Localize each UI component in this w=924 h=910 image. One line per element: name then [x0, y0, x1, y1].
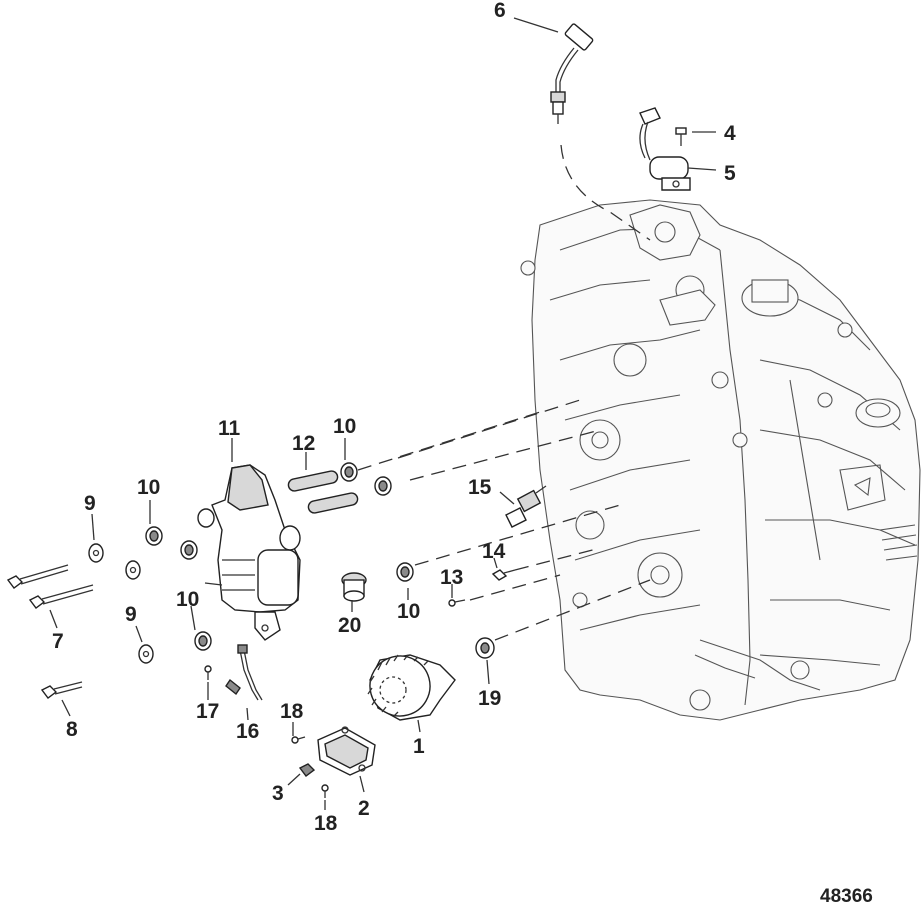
callout-7: 7 [52, 630, 64, 653]
callout-labels: 1 2 3 4 5 6 7 8 9 9 10 10 10 10 11 12 13… [52, 0, 736, 835]
callout-11: 11 [218, 417, 241, 440]
callout-10-left: 10 [137, 476, 160, 499]
callout-4: 4 [724, 122, 736, 145]
callout-18-lower: 18 [314, 812, 338, 835]
screw-13 [448, 584, 466, 607]
callout-13: 13 [440, 566, 463, 589]
callout-9-lower: 9 [125, 603, 137, 626]
assembly-lines [357, 144, 651, 641]
dowel-pins-12 [287, 452, 359, 514]
callout-3: 3 [272, 782, 284, 805]
callout-8: 8 [66, 718, 78, 741]
fitting-3 [287, 763, 316, 786]
drawing-number: 48366 [820, 886, 873, 907]
bolt-14 [491, 557, 516, 581]
callout-1: 1 [413, 735, 425, 758]
callout-10-lower-left: 10 [176, 588, 199, 611]
leader-6 [513, 17, 559, 33]
engine-block [520, 199, 921, 721]
callout-9-upper: 9 [84, 492, 96, 515]
callout-19: 19 [478, 687, 501, 710]
bolts-7 [6, 564, 94, 629]
callout-15: 15 [468, 476, 492, 499]
callout-17: 17 [196, 700, 219, 723]
callout-20: 20 [338, 614, 361, 637]
callout-5: 5 [724, 162, 736, 185]
screw-4 [675, 127, 716, 146]
callout-18-upper: 18 [280, 700, 304, 723]
callout-10-center: 10 [397, 600, 420, 623]
sensor-5 [639, 107, 717, 191]
washers-9 [88, 513, 154, 664]
callout-10-top: 10 [333, 415, 356, 438]
cover-2 [317, 726, 376, 793]
ground-cable-16 [225, 644, 263, 721]
callout-16: 16 [236, 720, 259, 743]
screw-17 [204, 665, 212, 700]
fitting-20 [341, 572, 367, 612]
callout-2: 2 [358, 797, 370, 820]
callout-12: 12 [292, 432, 315, 455]
callout-14: 14 [482, 540, 506, 563]
oil-filter-1 [367, 654, 456, 733]
callout-6: 6 [494, 0, 506, 22]
starter-motor-11 [197, 438, 301, 641]
sensor-15 [499, 485, 547, 528]
bushings-10 [145, 438, 414, 651]
temperature-sensor-6 [550, 23, 594, 124]
plug-19 [475, 637, 495, 685]
screws-18 [291, 722, 329, 810]
bolt-8 [40, 681, 83, 717]
